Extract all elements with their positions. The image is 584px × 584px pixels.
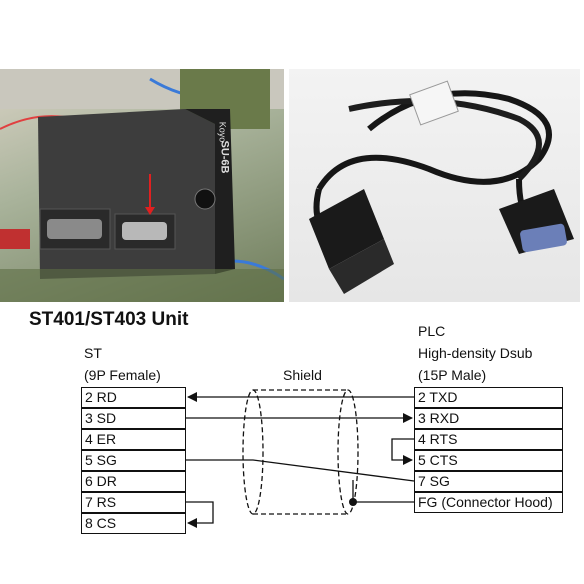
right-pin-rxd: 3 RXD	[414, 408, 563, 429]
shield-ground-junction	[349, 498, 357, 506]
left-connector-name: ST	[84, 345, 102, 361]
plc-unit-illustration	[0, 69, 284, 302]
wire-sg-to-sg	[186, 459, 415, 482]
shield-cable	[242, 389, 359, 515]
left-pin-sd: 3 SD	[81, 408, 186, 429]
left-pin-rd: 2 RD	[81, 387, 186, 408]
right-pin-sg: 7 SG	[414, 471, 563, 492]
left-pin-sg: 5 SG	[81, 450, 186, 471]
right-pin-txd: 2 TXD	[414, 387, 563, 408]
right-connector-name: PLC	[418, 323, 446, 339]
right-connector-type: High-density Dsub	[418, 345, 533, 361]
right-pin-fg: FG (Connector Hood)	[414, 492, 563, 513]
serial-cable-illustration	[309, 80, 574, 294]
diagram-title: ST401/ST403 Unit	[29, 309, 189, 330]
left-connector-type: (9P Female)	[84, 367, 161, 383]
plc-unit-photo: Koyo SU-6B	[0, 69, 284, 302]
serial-cable-photo	[289, 69, 580, 302]
loopback-rts-cts	[391, 438, 414, 465]
left-pin-er: 4 ER	[81, 429, 186, 450]
loopback-rs-cs	[186, 501, 214, 528]
right-connector-subtype: (15P Male)	[418, 367, 487, 383]
shield-label: Shield	[283, 367, 322, 383]
left-pin-rs: 7 RS	[81, 492, 186, 513]
left-pin-cs: 8 CS	[81, 513, 186, 534]
right-pin-cts: 5 CTS	[414, 450, 563, 471]
right-pin-rts: 4 RTS	[414, 429, 563, 450]
left-pin-dr: 6 DR	[81, 471, 186, 492]
